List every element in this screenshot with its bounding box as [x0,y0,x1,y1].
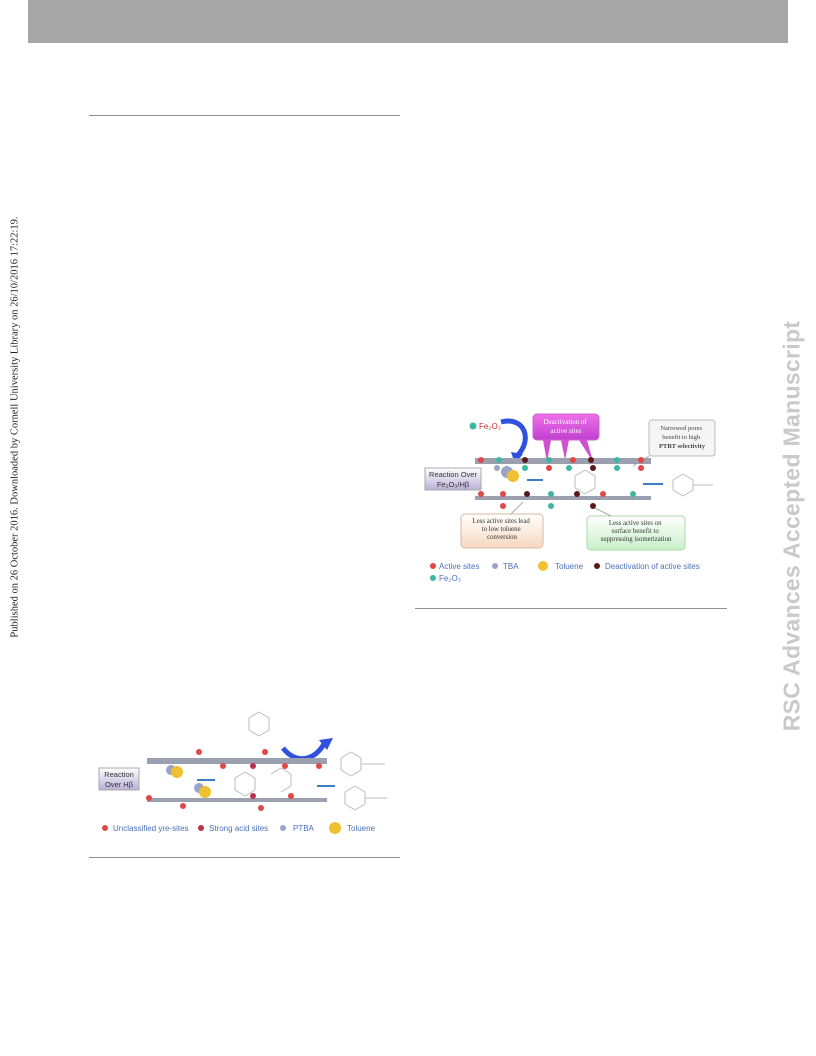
legend-tba-icon [492,563,498,569]
scheme-hbeta: Reaction Over Hβ [98,711,387,834]
callout-line [594,507,612,517]
less-active-right-line: surface benefit to [612,528,660,535]
legend-fe2o3: Fe₂O₃ [439,574,461,583]
particles-right [478,457,713,509]
narrow-pore-line: benefit to high [662,434,701,441]
blue-arrow-icon [500,418,528,458]
legend-unclassified: Unclassified yre-sites [113,824,189,833]
reaction-label-line2: Fe₂O₃/Hβ [437,480,470,489]
legend-ptba: PTBA [293,824,315,833]
less-active-right-line: suppressing isomerization [601,536,672,543]
narrow-pore-line: Narrowed pores [660,425,702,432]
scheme-fe2o3-hbeta: Fe₂O₃ Deactivation of active sites Narro… [424,413,716,583]
less-active-right-line: Less active sites on [609,520,662,527]
fe2o3-marker-icon [469,422,477,430]
less-active-left-line: Less active sites lead [473,518,531,525]
legend-deactivation-icon [594,563,600,569]
legend-deactivation: Deactivation of active sites [605,562,700,571]
rule-left-top [89,115,400,116]
fe2o3-label: Fe₂O₃ [479,422,501,431]
legend-active-sites: Active sites [439,562,479,571]
legend-left: Unclassified yre-sites Strong acid sites… [102,822,376,834]
legend-unclassified-icon [102,825,108,831]
legend-toluene-icon [538,561,548,571]
legend-toluene-icon [329,822,341,834]
legend-active-sites-icon [430,563,436,569]
deactivation-text-line: active sites [551,427,582,435]
rule-left-bottom [89,857,400,858]
legend-right: Active sites TBA Toluene Deactivation of… [430,561,700,583]
reaction-label-box [424,467,482,491]
channel-bottom [147,798,327,802]
legend-toluene: Toluene [347,824,376,833]
callout-line [510,501,524,515]
channel-top [475,458,651,464]
narrow-pore-text: Narrowed pores benefit to high PTBT sele… [659,425,706,450]
rule-right-bottom [415,608,727,609]
legend-strong-acid-icon [198,825,204,831]
reaction-label-line1: Reaction Over [429,470,477,479]
channel-top [147,758,327,764]
publication-stamp-text: Published on 26 October 2016. Downloaded… [9,216,21,638]
less-active-right-box [586,515,686,551]
magenta-arrow-icon [561,440,569,460]
channel-bottom [475,496,651,500]
reaction-label-box [98,767,140,791]
deactivation-text-line: Deactivation of [543,418,587,426]
header-bar [28,0,788,43]
blue-arrowhead-icon [319,738,333,750]
watermark-text: RSC Advances Accepted Manuscript [778,320,805,732]
reaction-label-line2: Over Hβ [105,780,134,789]
less-active-right-text: Less active sites on surface benefit to … [601,520,672,543]
narrow-pore-line: PTBT selectivity [659,443,706,450]
legend-tba: TBA [503,562,519,571]
legend-strong-acid: Strong acid sites [209,824,268,833]
deactivation-text: Deactivation of active sites [543,418,588,435]
narrow-pore-box [648,419,716,457]
less-active-left-text: Less active sites lead to low toluene co… [473,518,532,541]
blue-arrow-icon [281,740,328,761]
magenta-arrow-icon [543,440,551,462]
less-active-left-line: conversion [487,534,517,541]
legend-ptba-icon [280,825,286,831]
reaction-label-line1: Reaction [104,770,134,779]
particles-left [146,749,387,811]
less-active-left-line: to low toluene [482,526,521,533]
legend-toluene: Toluene [555,562,584,571]
legend-fe2o3-icon [430,575,436,581]
molecule-top [248,711,270,737]
magenta-arrow-icon [579,440,593,462]
less-active-left-box [460,513,544,549]
